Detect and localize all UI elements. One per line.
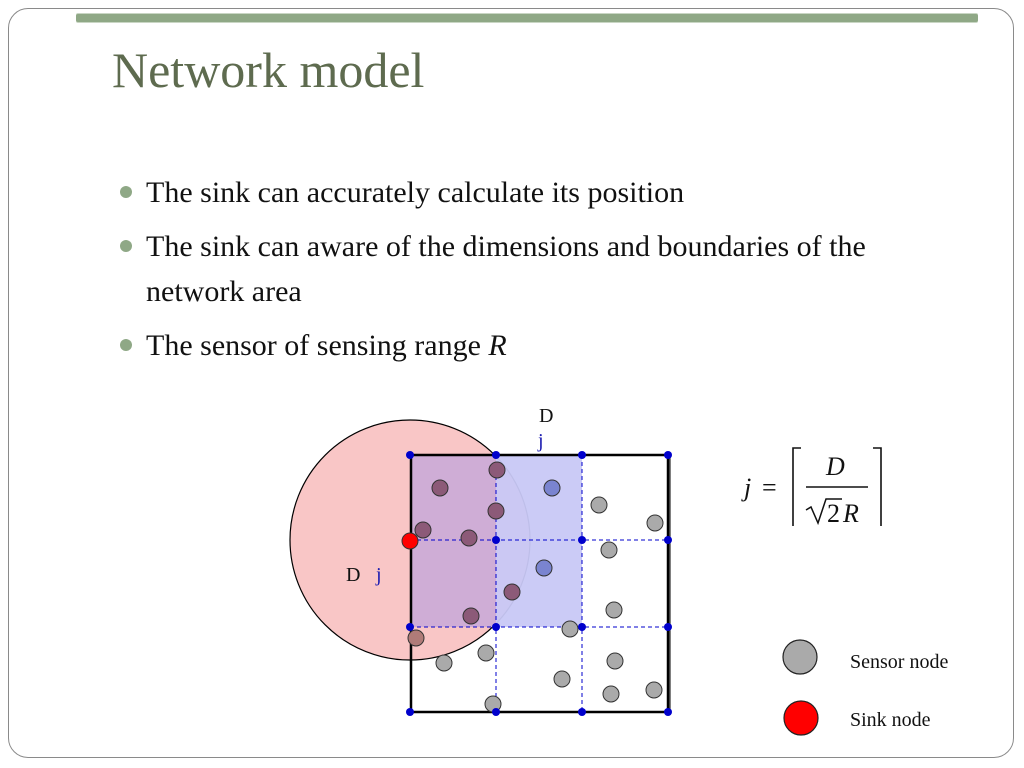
sqrt-radical-icon <box>805 498 842 526</box>
grid-point <box>664 536 672 544</box>
sensor-node <box>606 652 624 670</box>
sensor-node <box>487 502 505 520</box>
grid-point <box>406 708 414 716</box>
side-label-j: j <box>375 564 382 586</box>
legend-sink-label: Sink node <box>850 709 931 731</box>
slide-frame <box>8 8 1014 758</box>
sensor-node <box>535 559 553 577</box>
sensor-node <box>407 629 425 647</box>
sensor-node <box>414 521 432 539</box>
highlight-cell-blue <box>496 455 582 627</box>
grid-point <box>406 623 414 631</box>
bullet-list: The sink can accurately calculate its po… <box>120 170 960 377</box>
sensor-node <box>460 529 478 547</box>
bullet-dot-icon <box>120 339 132 351</box>
network-area-boundary <box>409 453 670 714</box>
grid-size-formula: j = D 2 R <box>741 447 882 528</box>
legend-sink-node-icon <box>783 700 819 736</box>
sensor-node <box>605 601 623 619</box>
bullet-dot-icon <box>120 186 132 198</box>
bullet-1-text: The sink can accurately calculate its po… <box>146 176 685 209</box>
bullet-2-text: The sink can aware of the dimensions and… <box>146 230 866 308</box>
sensor-node <box>600 541 618 559</box>
sensor-node <box>503 583 521 601</box>
bullet-2: The sink can aware of the dimensions and… <box>120 224 960 314</box>
grid-point <box>578 451 586 459</box>
top-label-j: j <box>537 430 544 452</box>
bullet-3-text: The sensor of sensing range <box>146 329 489 362</box>
grid-point <box>492 451 500 459</box>
sensor-node <box>553 670 571 688</box>
top-decor-bar <box>76 14 978 22</box>
sensor-node <box>435 654 453 672</box>
legend: Sensor node Sink node <box>782 639 948 736</box>
grid-point <box>664 708 672 716</box>
bullet-3: The sensor of sensing range R <box>120 323 960 368</box>
grid-point <box>492 623 500 631</box>
formula-equals: = <box>762 473 777 502</box>
slide-title: Network model <box>112 42 425 98</box>
grid-points <box>406 451 672 716</box>
sensor-node <box>431 479 449 497</box>
top-label-d: D <box>539 405 553 427</box>
grid-point <box>492 708 500 716</box>
grid-point <box>492 536 500 544</box>
sensor-node <box>488 461 506 479</box>
grid-point <box>578 708 586 716</box>
sink-node <box>401 532 419 550</box>
formula-denominator-var: R <box>842 499 859 528</box>
side-label-d: D <box>346 564 360 586</box>
formula-sqrt-arg: 2 <box>827 499 840 528</box>
bullet-3-italic-var: R <box>488 329 507 362</box>
sensor-node <box>645 681 663 699</box>
ceiling-right-bracket-icon <box>873 447 882 526</box>
ceiling-left-bracket-icon <box>792 447 801 526</box>
grid-point <box>406 451 414 459</box>
highlight-cell-overlap <box>410 455 496 627</box>
sensor-node <box>462 607 480 625</box>
grid-point <box>578 536 586 544</box>
grid-point <box>578 623 586 631</box>
sensor-node <box>590 496 608 514</box>
sensor-node <box>477 644 495 662</box>
grid-point <box>664 623 672 631</box>
sensor-node <box>602 685 620 703</box>
sensor-node <box>646 514 664 532</box>
formula-numerator: D <box>825 452 845 481</box>
sensor-nodes <box>407 461 664 713</box>
sensor-node <box>543 479 561 497</box>
bullet-dot-icon <box>120 240 132 252</box>
legend-sensor-label: Sensor node <box>850 651 948 673</box>
bullet-1: The sink can accurately calculate its po… <box>120 170 960 215</box>
sensor-node <box>561 620 579 638</box>
grid-point <box>664 451 672 459</box>
formula-lhs: j <box>741 473 751 502</box>
legend-sensor-node-icon <box>782 639 818 675</box>
grid-dashed-lines <box>410 455 668 712</box>
